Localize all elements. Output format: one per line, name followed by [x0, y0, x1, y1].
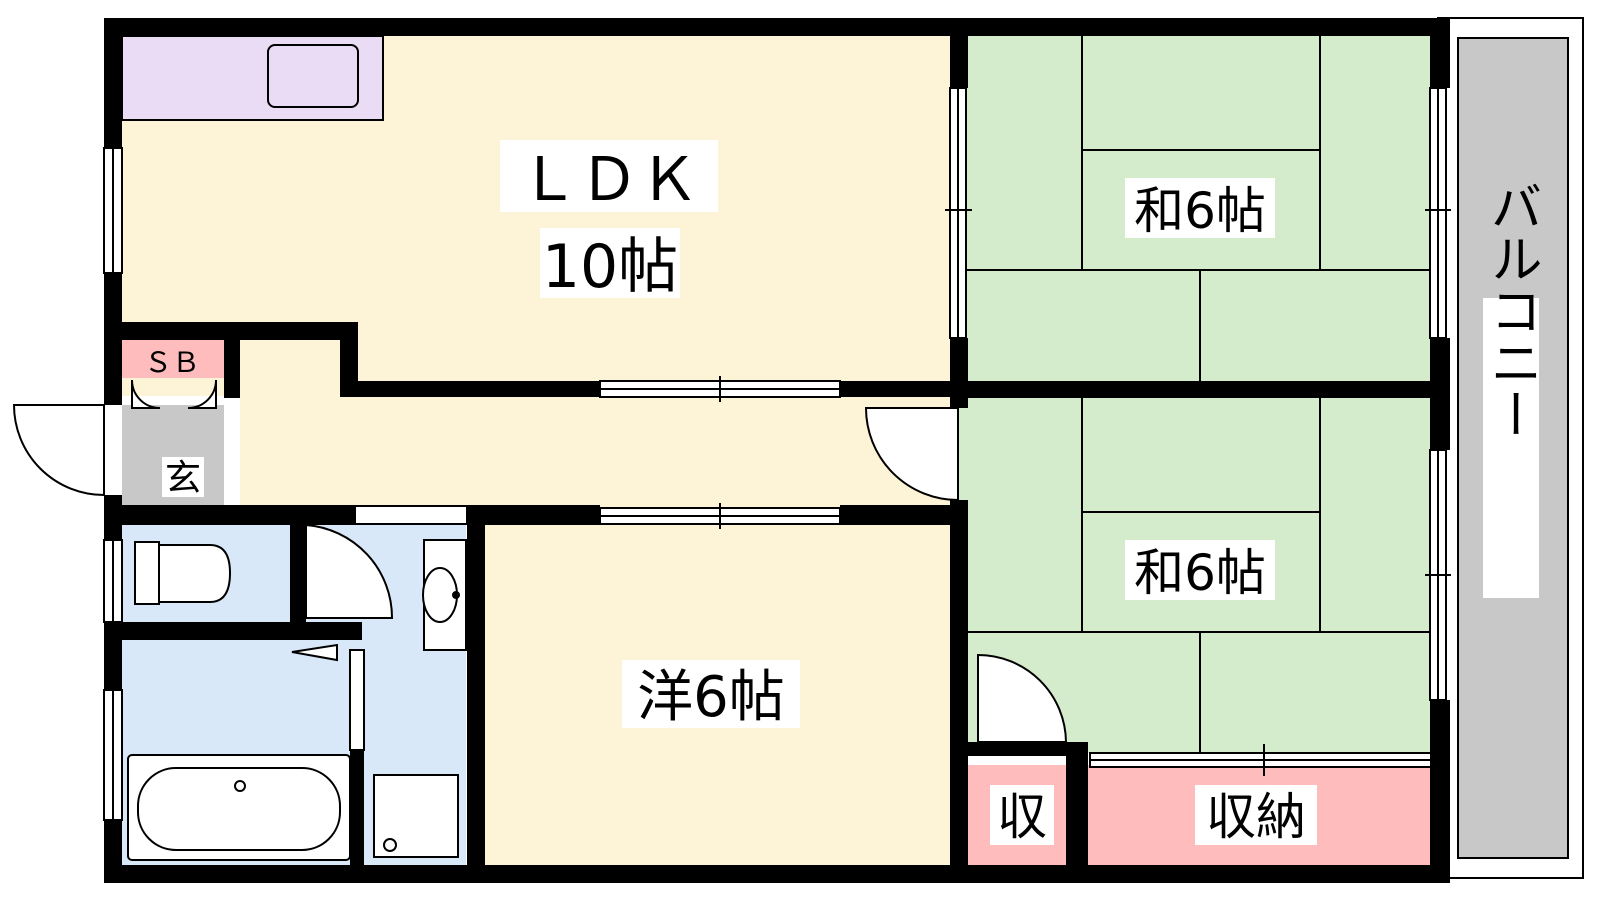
washitsu-lower-label: 和6帖 — [1134, 544, 1266, 602]
sink-basin — [267, 44, 359, 108]
genkan-label: 玄 — [165, 458, 201, 499]
ldk-name-label: ＬＤＫ — [519, 145, 699, 215]
entrance-door-swing — [12, 404, 105, 497]
washer-pan — [373, 774, 459, 858]
windows — [103, 87, 1451, 821]
toilet-bowl — [158, 544, 232, 603]
shoe-box-label: ＳＢ — [144, 346, 200, 379]
closet-large-label: 収納 — [1206, 788, 1306, 846]
walls — [104, 18, 1450, 883]
balcony-label: バルコニー — [1481, 180, 1541, 440]
closet-door-swing — [977, 653, 1068, 743]
shoe-box-floor — [122, 340, 224, 378]
washbasin-bowl — [422, 567, 458, 623]
floor-fills — [121, 17, 1584, 879]
tatami-lines — [958, 36, 1438, 753]
room-labels: ＬＤＫ 10帖 和6帖 和6帖 洋6帖 ＳＢ 玄 収 収納 バルコニー — [144, 140, 1541, 846]
washitsu-door-swing — [864, 407, 959, 502]
door-swings — [12, 379, 1068, 743]
closet-small-label: 収 — [997, 788, 1047, 846]
youshitsu-label: 洋6帖 — [637, 665, 785, 730]
ldk-size-label: 10帖 — [542, 232, 678, 302]
washroom-door-swing — [305, 523, 394, 619]
corridor-floor — [240, 340, 958, 508]
washitsu-upper-label: 和6帖 — [1134, 182, 1266, 240]
fixtures — [127, 539, 467, 861]
bathtub-inner — [137, 767, 341, 851]
toilet-tank — [134, 541, 160, 605]
